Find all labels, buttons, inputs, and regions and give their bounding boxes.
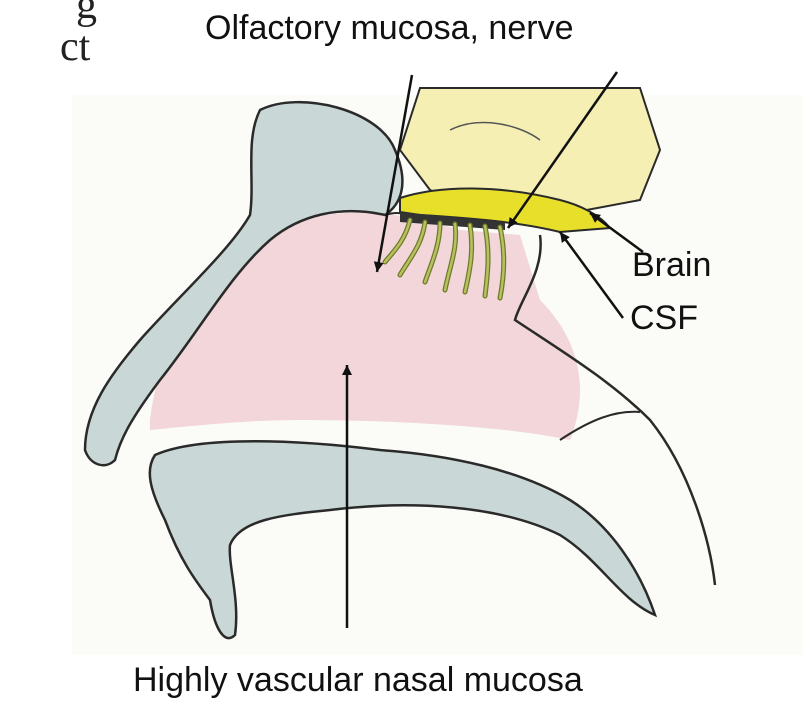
label-olfactory-mucosa-nerve: Olfactory mucosa, nerve [205,8,573,48]
label-csf: CSF [630,298,698,338]
label-brain: Brain [632,245,711,285]
label-nasal-mucosa: Highly vascular nasal mucosa [133,660,583,700]
